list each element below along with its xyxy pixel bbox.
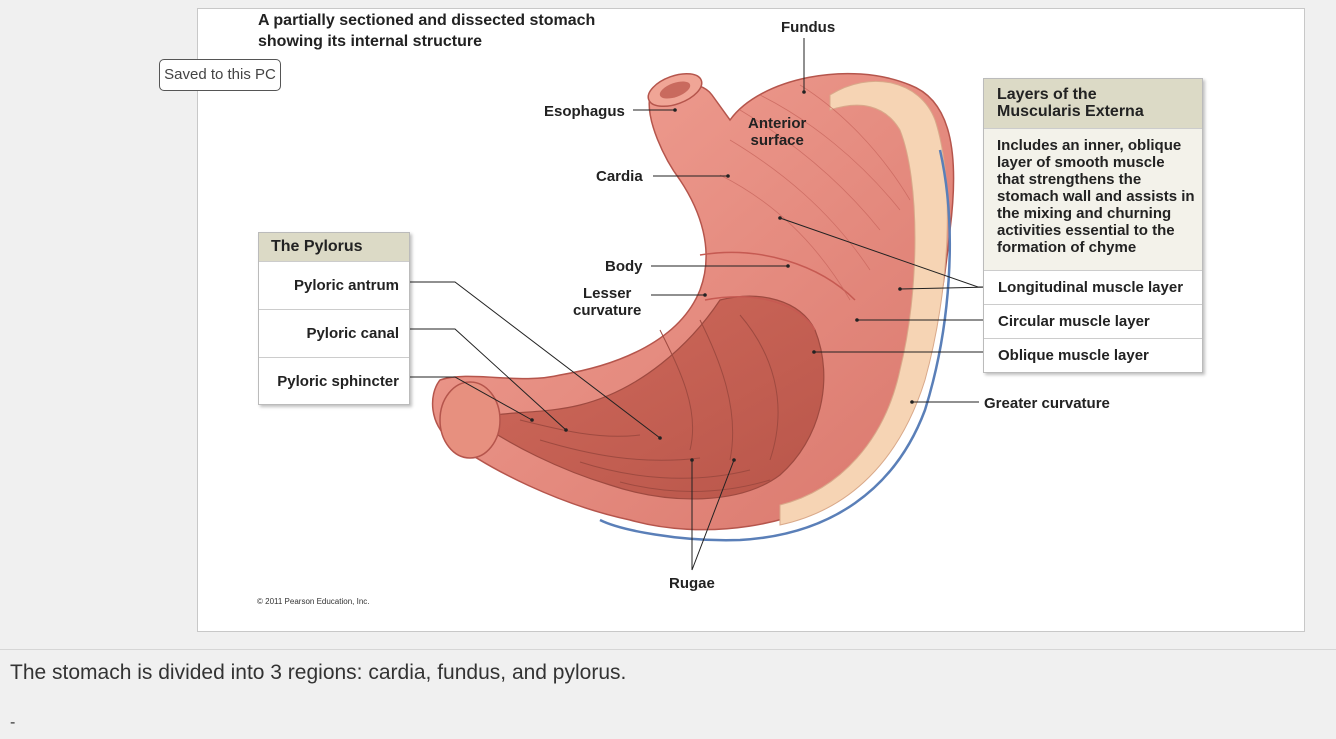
stomach-interior: [473, 295, 825, 500]
layer-item-longitudinal: Longitudinal muscle layer: [984, 270, 1202, 304]
pylorus-item-canal: Pyloric canal: [259, 309, 409, 357]
pylorus-legend-box: The Pylorus Pyloric antrum Pyloric canal…: [258, 232, 410, 405]
label-greater-curvature: Greater curvature: [984, 395, 1110, 412]
rugae-folds: [519, 314, 779, 492]
figure-title: A partially sectioned and dissected stom…: [258, 12, 596, 50]
section-divider: [0, 649, 1336, 650]
label-cardia: Cardia: [596, 168, 643, 185]
copyright-note: © 2011 Pearson Education, Inc.: [257, 597, 370, 606]
pylorus-item-sphincter: Pyloric sphincter: [259, 357, 409, 405]
label-anterior-line2: surface: [750, 132, 804, 149]
footer-dash: -: [10, 714, 16, 731]
label-anterior-surface: Anterior surface: [748, 115, 806, 149]
label-fundus: Fundus: [781, 19, 836, 36]
muscularis-header-line1: Layers of the: [997, 86, 1097, 103]
label-lesser-line1: Lesser: [583, 285, 632, 302]
layer-item-circular: Circular muscle layer: [984, 304, 1202, 338]
label-lesser-curvature: Lesser curvature: [573, 285, 641, 319]
layer-item-oblique: Oblique muscle layer: [984, 338, 1202, 372]
muscularis-header: Layers of the Muscularis Externa: [984, 79, 1202, 128]
stomach-serosa: [779, 80, 948, 526]
muscularis-legend-box: Layers of the Muscularis Externa Include…: [983, 78, 1203, 373]
body-caption: The stomach is divided into 3 regions: c…: [10, 661, 627, 684]
circular-muscle-band: [699, 251, 856, 301]
pyloric-opening: [439, 381, 501, 459]
muscle-fibres: [719, 84, 911, 301]
pylorus-header: The Pylorus: [259, 233, 409, 261]
muscularis-description: Includes an inner, oblique layer of smoo…: [984, 128, 1202, 270]
label-rugae: Rugae: [669, 575, 715, 592]
label-anterior-line1: Anterior: [748, 115, 807, 132]
muscularis-header-line2: Muscularis Externa: [997, 103, 1144, 120]
label-esophagus: Esophagus: [544, 103, 625, 120]
pylorus-item-antrum: Pyloric antrum: [259, 261, 409, 309]
saved-to-pc-badge[interactable]: Saved to this PC: [159, 59, 281, 91]
leader-dots: [530, 90, 914, 462]
esophagus-lumen: [659, 81, 691, 99]
greater-curvature-vessel: [599, 149, 951, 542]
oblique-muscle-band: [704, 296, 816, 331]
label-lesser-line2: curvature: [573, 302, 642, 319]
label-body: Body: [605, 258, 643, 275]
